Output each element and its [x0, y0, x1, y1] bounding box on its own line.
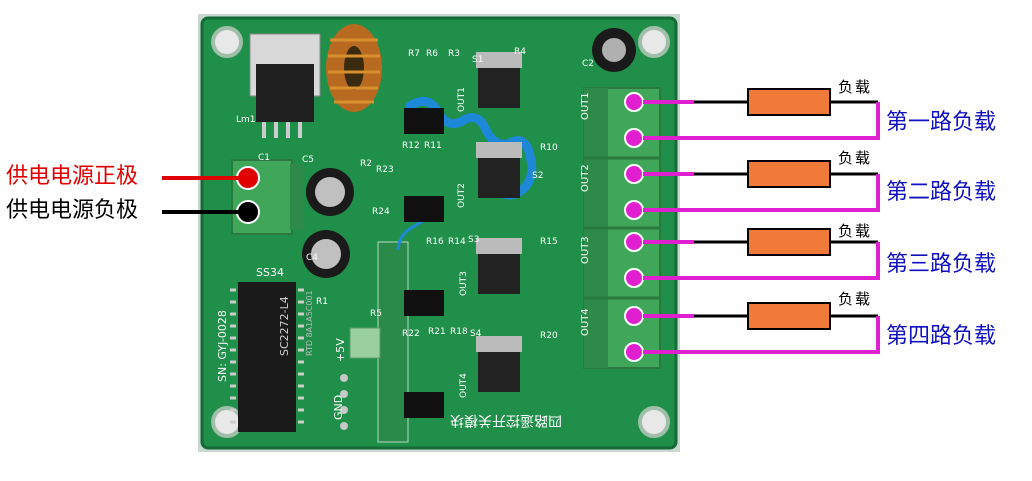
load-circuit-1	[624, 88, 880, 148]
component-label: R6	[426, 49, 438, 59]
component-label: R20	[540, 331, 558, 341]
component-label: R7	[408, 49, 420, 59]
mounting-hole	[211, 26, 243, 58]
mounting-hole	[638, 406, 670, 438]
optocoupler-2	[404, 196, 444, 222]
positive-supply-label: 供电电源正极	[6, 164, 139, 189]
component-label: R21	[428, 327, 446, 337]
component-label: R23	[376, 165, 394, 175]
mounting-hole	[638, 26, 670, 58]
pcb-board: 四路遥控开关模块 SN: GYJ-0028 SC2272-L4 RTD 8A1A5C0…	[198, 14, 680, 452]
pin-gnd-label: GND	[332, 395, 345, 420]
load-4-label: 第四路负载	[886, 324, 997, 349]
component-label: S2	[532, 171, 543, 181]
output-terminal-3-b	[624, 268, 644, 288]
load-1-resistor-label: 负载	[838, 78, 873, 96]
output-terminal-3-a	[624, 232, 644, 252]
power-terminal-block	[231, 159, 304, 235]
output-terminal-1-a	[624, 92, 644, 112]
optocoupler-1	[404, 108, 444, 134]
load-circuit-3	[624, 228, 880, 288]
output-terminal-2-b	[624, 200, 644, 220]
load-circuit-4	[624, 302, 880, 362]
load-4-resistor-label: 负载	[838, 290, 873, 308]
component-label: R2	[360, 159, 372, 169]
output-label-4: OUT4	[580, 308, 591, 336]
output-terminal-2-a	[624, 164, 644, 184]
mosfet-2	[476, 142, 522, 198]
rf-receiver-module	[377, 199, 442, 443]
mosfet-1	[476, 52, 522, 108]
inductor	[326, 24, 382, 112]
load-resistor-4	[747, 302, 831, 330]
component-label: S4	[470, 329, 482, 339]
capacitor-c5	[306, 168, 354, 216]
capacitor-c2	[592, 28, 636, 72]
pcb-out-label-3: OUT3	[459, 271, 469, 296]
output-terminal-1-b	[624, 128, 644, 148]
pin-header	[340, 327, 381, 430]
voltage-regulator	[249, 33, 321, 138]
pcb-out-label-1: OUT1	[457, 87, 467, 112]
component-label: R18	[450, 327, 468, 337]
load-1-label: 第一路负载	[886, 110, 997, 135]
component-label: R10	[540, 143, 558, 153]
output-label-3: OUT3	[580, 236, 591, 264]
output-label-1: OUT1	[580, 92, 591, 120]
output-terminal-blocks	[583, 87, 661, 369]
component-label: R4	[514, 47, 526, 57]
load-3-resistor-label: 负载	[838, 222, 873, 240]
component-label: R11	[424, 141, 442, 151]
output-terminal-4-b	[624, 342, 644, 362]
component-label: C1	[258, 153, 270, 163]
load-2-label: 第二路负载	[886, 180, 997, 205]
component-label: Lm1	[236, 115, 256, 125]
mosfet-4	[476, 336, 522, 392]
component-label: R15	[540, 237, 558, 247]
component-label: R3	[448, 49, 460, 59]
component-label: S1	[472, 55, 483, 65]
pcb-out-label-4: OUT4	[459, 373, 469, 398]
component-label: R1	[316, 297, 328, 307]
load-3-label: 第三路负载	[886, 252, 997, 277]
component-label: R12	[402, 141, 420, 151]
pcb-out-label-2: OUT2	[457, 183, 467, 208]
board-serial: SN: GYJ-0028	[216, 310, 229, 382]
load-circuit-2	[624, 160, 880, 220]
component-label: C5	[302, 155, 314, 165]
chip-sub-label: RTD 8A1A5C001	[305, 290, 314, 356]
optocoupler-4	[404, 392, 444, 418]
load-resistor-3	[747, 228, 831, 256]
output-terminal-4-a	[624, 306, 644, 326]
component-label: R24	[372, 207, 390, 217]
load-2-resistor-label: 负载	[838, 149, 873, 167]
component-label: R22	[402, 329, 420, 339]
pin-5v-label: +5V	[334, 338, 347, 362]
component-label: R5	[370, 309, 382, 319]
diode-label: SS34	[256, 266, 284, 279]
component-label: S3	[468, 235, 479, 245]
load-resistor-2	[747, 160, 831, 188]
load-resistor-1	[747, 88, 831, 116]
load-circuits	[624, 88, 880, 362]
chip-label: SC2272-L4	[278, 296, 291, 356]
component-label: C4	[306, 253, 318, 263]
component-label: R14	[448, 237, 466, 247]
negative-supply-label: 供电电源负极	[6, 198, 139, 223]
component-label: C2	[582, 59, 594, 69]
mosfet-3	[476, 238, 522, 294]
optocoupler-3	[404, 290, 444, 316]
capacitor-c4	[302, 230, 350, 278]
board-title: 四路遥控开关模块	[450, 412, 562, 428]
mounting-hole	[211, 406, 243, 438]
component-label: R16	[426, 237, 444, 247]
board-silkscreen-text: 四路遥控开关模块 SN: GYJ-0028 SC2272-L4 RTD 8A1A5C0…	[216, 47, 594, 428]
output-label-2: OUT2	[580, 164, 591, 192]
decoder-chip	[230, 282, 304, 432]
